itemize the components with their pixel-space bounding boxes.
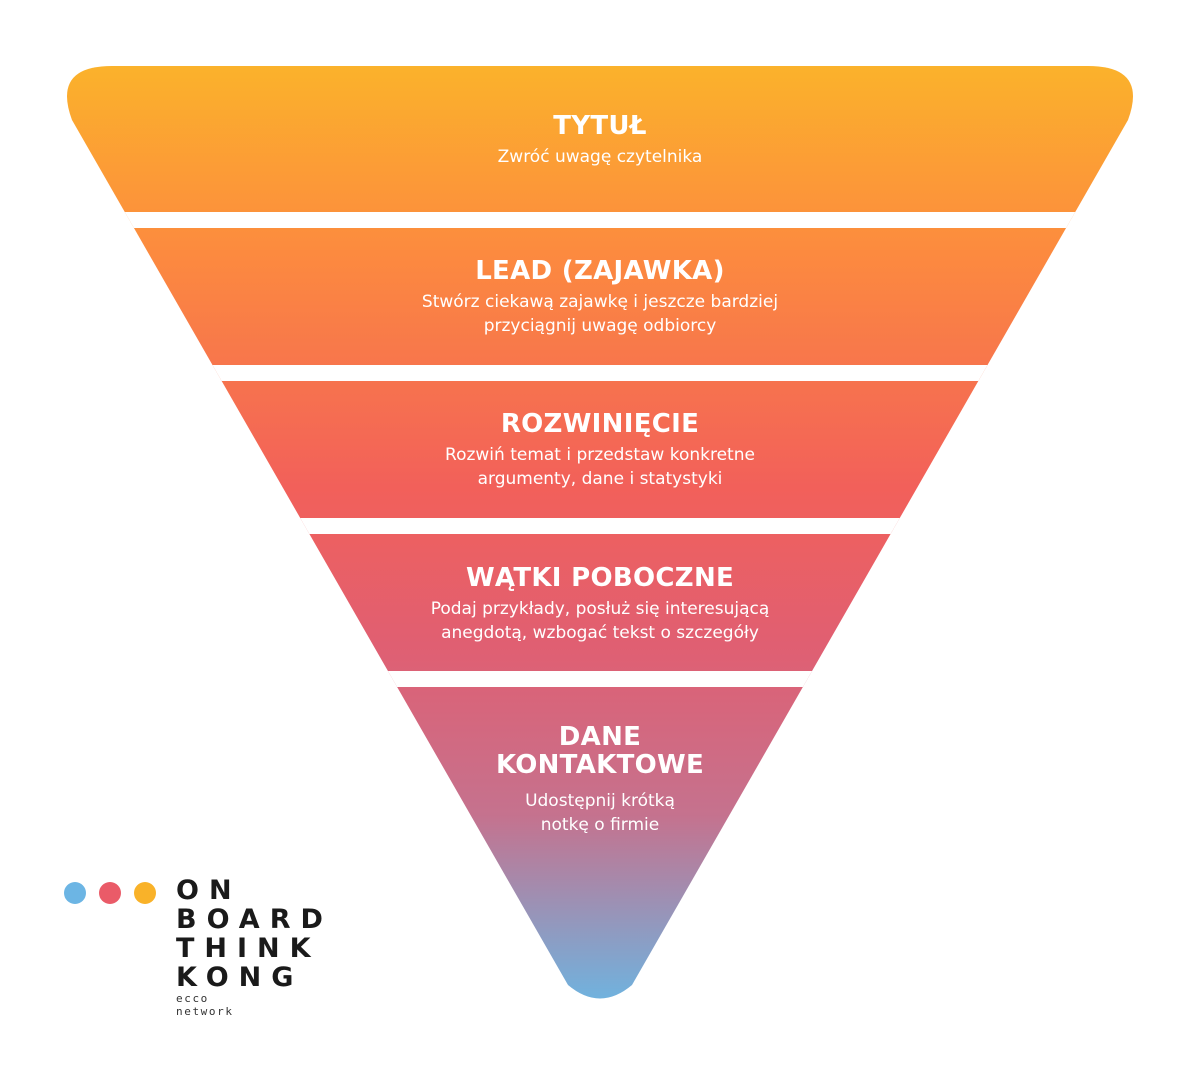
layer-title: DANE KONTAKTOWE [495, 722, 705, 780]
layer-3-label: ROZWINIĘCIE Rozwiń temat i przedstaw kon… [0, 410, 1200, 491]
logo-dot-yellow [134, 882, 156, 904]
layer-1-label: TYTUŁ Zwróć uwagę czytelnika [0, 112, 1200, 169]
layer-description: Rozwiń temat i przedstaw konkretne argum… [445, 445, 755, 489]
layer-title: LEAD (ZAJAWKA) [475, 256, 725, 286]
logo-tagline: ecco network [176, 992, 234, 1018]
layer-title: WĄTKI POBOCZNE [465, 563, 735, 593]
layer-5-label: DANE KONTAKTOWE Udostępnij krótką notkę … [0, 723, 1200, 837]
layer-description: Zwróć uwagę czytelnika [497, 147, 703, 167]
logo-dot-red [99, 882, 121, 904]
layer-description: Udostępnij krótką notkę o firmie [525, 791, 675, 835]
layer-description: Podaj przykłady, posłuż się interesującą… [430, 599, 770, 643]
layer-title: ROZWINIĘCIE [500, 409, 700, 439]
logo-line-kong: KONG [176, 962, 304, 993]
layer-4-label: WĄTKI POBOCZNE Podaj przykłady, posłuż s… [0, 564, 1200, 645]
logo-line-board: BOARD [176, 904, 333, 935]
layer-2-label: LEAD (ZAJAWKA) Stwórz ciekawą zajawkę i … [0, 257, 1200, 338]
layer-title: TYTUŁ [553, 111, 647, 141]
logo-line-on: ON [176, 875, 242, 906]
logo-dot-blue [64, 882, 86, 904]
logo-line-think: THINK [176, 933, 321, 964]
layer-description: Stwórz ciekawą zajawkę i jeszcze bardzie… [421, 292, 779, 336]
